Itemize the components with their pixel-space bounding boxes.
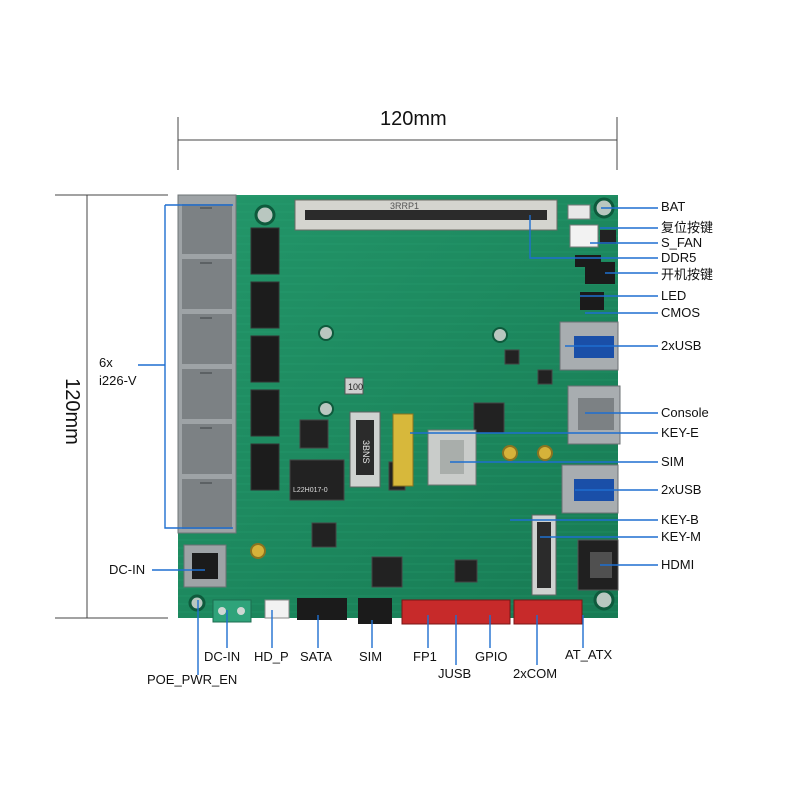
cmos-label: CMOS bbox=[661, 305, 700, 320]
width-dimension bbox=[177, 117, 618, 170]
module-silkscreen: 3BNS bbox=[361, 440, 371, 464]
poe-pwr-en-label: POE_PWR_EN bbox=[147, 672, 238, 687]
lan-transformers bbox=[250, 227, 280, 491]
key-e-label: KEY-E bbox=[661, 425, 699, 440]
height-label: 120mm bbox=[60, 378, 83, 445]
lan-ports bbox=[177, 194, 237, 534]
sim-right-label: SIM bbox=[661, 454, 685, 469]
capacitor-silkscreen: 100 bbox=[348, 382, 363, 392]
usb-bottom-label: 2xUSB bbox=[661, 482, 702, 497]
height-dimension bbox=[55, 194, 168, 619]
fp1-label: FP1 bbox=[413, 649, 437, 664]
sim-bottom-label: SIM bbox=[359, 649, 383, 664]
m2-key-m-slot bbox=[531, 514, 557, 596]
ddr5-slot: 3RRP1 bbox=[294, 199, 558, 231]
console-label: Console bbox=[661, 405, 709, 420]
key-b-label: KEY-B bbox=[661, 512, 699, 527]
jusb-label: JUSB bbox=[438, 666, 472, 681]
usb-top-label: 2xUSB bbox=[661, 338, 702, 353]
bat-label: BAT bbox=[661, 199, 686, 214]
sata-label: SATA bbox=[300, 649, 333, 664]
lan-label-line2: i226-V bbox=[99, 373, 137, 388]
sim-slot bbox=[427, 429, 477, 486]
dc-in-left-label: DC-IN bbox=[109, 562, 146, 577]
com-label: 2xCOM bbox=[513, 666, 558, 681]
capacitor: 100 bbox=[344, 377, 364, 395]
lan-label-line1: 6x bbox=[99, 355, 113, 370]
power-button-label: 开机按键 bbox=[661, 267, 714, 282]
gpio-label: GPIO bbox=[475, 649, 508, 664]
hdmi-label: HDMI bbox=[661, 557, 695, 572]
leader-lines bbox=[138, 204, 658, 675]
standoffs bbox=[250, 445, 553, 559]
ddr5-label: DDR5 bbox=[661, 250, 697, 265]
key-m-label: KEY-M bbox=[661, 529, 701, 544]
hd-p-label: HD_P bbox=[254, 649, 289, 664]
reset-button-label: 复位按键 bbox=[661, 220, 714, 235]
chip-silkscreen: L22H017-0 bbox=[293, 487, 328, 494]
ddr-slot-silkscreen: 3RRP1 bbox=[390, 201, 419, 211]
s-fan-label: S_FAN bbox=[661, 235, 703, 250]
dc-in-bottom-label: DC-IN bbox=[204, 649, 241, 664]
width-label: 120mm bbox=[380, 108, 447, 130]
m2-key-e-slot: 3BNS bbox=[349, 411, 381, 488]
at-atx-label: AT_ATX bbox=[565, 647, 613, 662]
led-label: LED bbox=[661, 288, 687, 303]
gold-fingers bbox=[392, 413, 414, 487]
